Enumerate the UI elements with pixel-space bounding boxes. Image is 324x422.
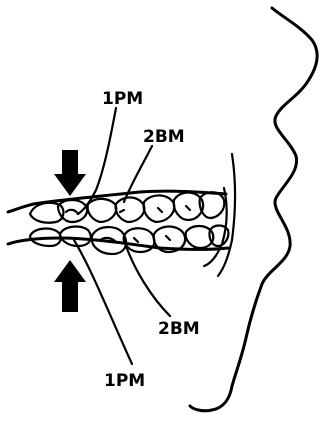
arrow-down-icon [54, 150, 86, 196]
label-upper-2bm: 2BM [143, 127, 185, 147]
leader-line-lower-1pm [74, 240, 132, 364]
label-upper-1pm: 1PM [102, 89, 143, 109]
label-lower-2bm: 2BM [158, 319, 200, 339]
upper-teeth [8, 191, 226, 223]
lower-teeth [8, 226, 228, 255]
arrow-up-icon [54, 260, 86, 312]
label-lower-1pm: 1PM [104, 371, 145, 391]
leader-line-lower-2bm [126, 246, 170, 316]
face-profile-outline [190, 8, 317, 411]
